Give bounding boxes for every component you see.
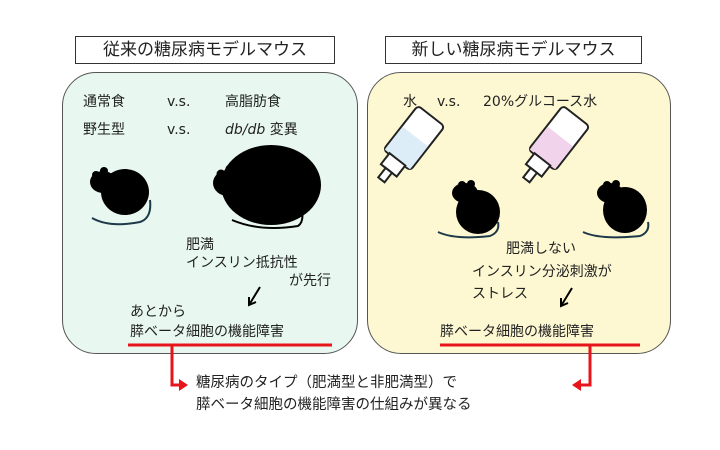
left-result-pre: あとから	[130, 304, 186, 320]
conventional-model-panel	[62, 72, 358, 354]
right-result: 膵ベータ細胞の機能障害	[440, 324, 594, 340]
right-note-stress: ストレス	[472, 286, 528, 302]
obese-mouse-icon	[213, 145, 321, 229]
right-note-no-obesity: 肥満しない	[506, 241, 576, 257]
right-red-arrowhead-icon	[572, 379, 581, 391]
left-row2-b: db/db 変異	[225, 121, 298, 139]
right-row1-a: 水	[403, 94, 417, 110]
right-note-insulin-secretion: インスリン分泌刺激が	[472, 264, 612, 280]
left-row2-a: 野生型	[83, 122, 125, 138]
right-row1-vs: v.s.	[437, 94, 461, 110]
left-result: 膵ベータ細胞の機能障害	[130, 324, 284, 340]
left-row2-vs: v.s.	[167, 122, 191, 138]
left-note-insulin-resistance: インスリン抵抗性	[186, 255, 298, 271]
right-row1-b: 20%グルコース水	[483, 94, 598, 110]
left-note-precedes: が先行	[289, 273, 331, 289]
glucose-mouse-icon	[582, 180, 650, 239]
water-bottle-icon	[376, 106, 445, 184]
water-mouse-icon	[437, 180, 500, 239]
left-row1-vs: v.s.	[167, 94, 191, 110]
mutation-label: 変異	[269, 122, 298, 138]
left-row1-a: 通常食	[83, 94, 125, 110]
left-arrow-down-icon	[248, 286, 261, 307]
right-arrow-down-icon	[560, 287, 573, 308]
glucose-bottle-icon	[521, 106, 590, 184]
conclusion-line1: 糖尿病のタイプ（肥満型と非肥満型）で	[196, 375, 457, 391]
left-row1-b: 高脂肪食	[225, 94, 281, 110]
normal-mouse-icon	[90, 167, 152, 226]
conclusion-line2: 膵ベータ細胞の機能障害の仕組みが異なる	[196, 397, 472, 413]
left-red-arrowhead-icon	[179, 379, 188, 391]
red-connector-arrows	[128, 343, 640, 387]
left-note-obesity: 肥満	[186, 237, 214, 253]
db-db-label: db/db	[225, 122, 266, 138]
new-model-title: 新しい糖尿病モデルマウス	[385, 36, 642, 64]
conventional-model-title: 従来の糖尿病モデルマウス	[75, 36, 335, 64]
